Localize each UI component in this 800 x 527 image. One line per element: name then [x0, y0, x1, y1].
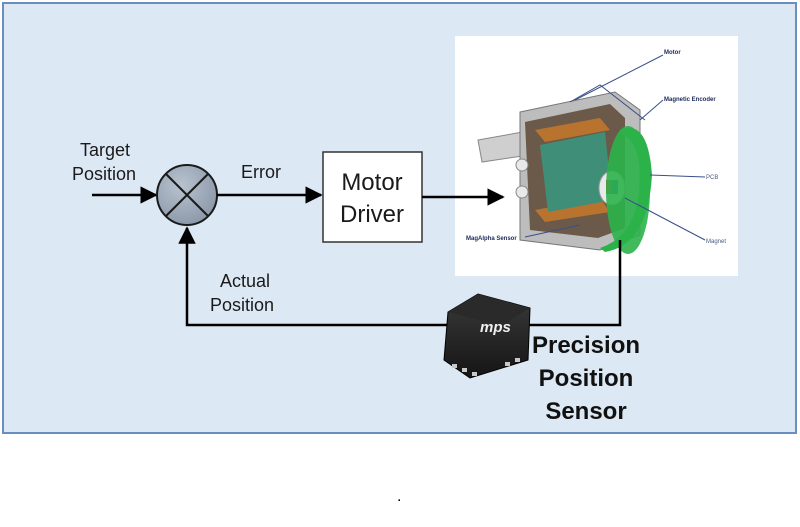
feedback-line	[178, 226, 622, 327]
summing-junction-icon	[156, 164, 218, 226]
sensor-label-line3: Sensor	[545, 398, 626, 425]
motor-cutaway-icon	[477, 54, 706, 254]
callout-magalpha-sensor: MagAlpha Sensor	[466, 236, 517, 242]
sensor-label-line1: Precision	[532, 332, 640, 359]
footer-dot: .	[397, 488, 402, 505]
label-target-line1: Target	[80, 140, 130, 160]
label-actual-line2: Position	[210, 295, 274, 315]
label-target-line2: Position	[72, 164, 136, 184]
motor-image: Motor Magnetic Encoder PCB Magnet MagAlp…	[455, 36, 738, 276]
chip-logo: mps	[480, 319, 511, 336]
callout-pcb: PCB	[706, 175, 718, 181]
motor-driver-line2: Driver	[340, 201, 404, 228]
callout-motor: Motor	[664, 50, 681, 56]
callout-magnet: Magnet	[706, 239, 726, 245]
label-error: Error	[241, 162, 281, 182]
sensor-label-line2: Position	[539, 365, 634, 392]
motor-driver-line1: Motor	[341, 169, 402, 196]
callout-magnetic-encoder: Magnetic Encoder	[664, 97, 716, 103]
label-actual-line1: Actual	[220, 271, 270, 291]
sensor-chip-icon: mps	[443, 293, 531, 379]
motor-driver-box	[322, 151, 423, 243]
